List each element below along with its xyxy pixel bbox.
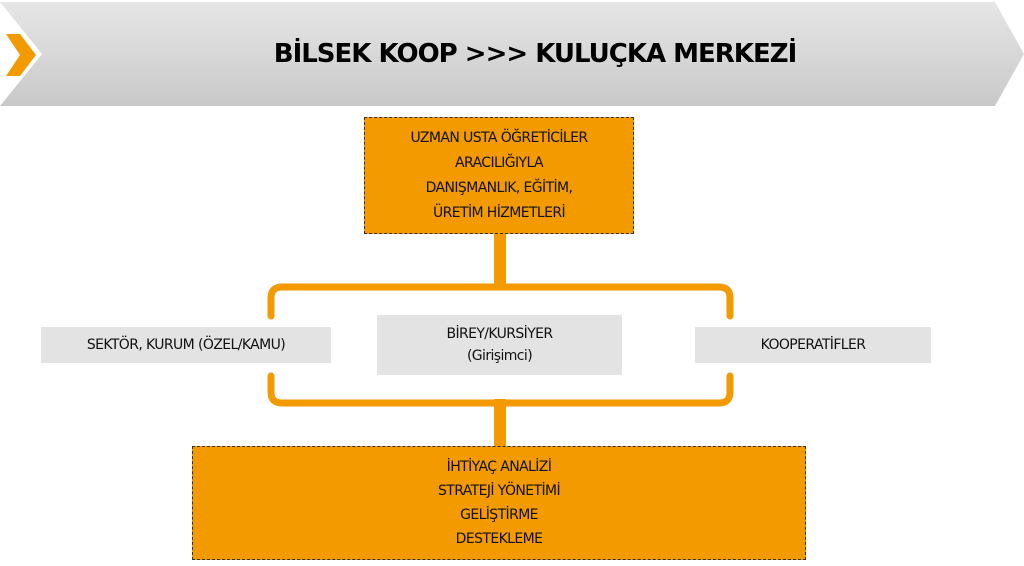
outcome-line: DESTEKLEME [455,531,543,547]
outcome-line: İHTİYAÇ ANALİZİ [446,459,552,475]
cooperatives-label: KOOPERATİFLER [760,337,866,353]
individual-trainee-box: BİREY/KURSİYER (Girişimci) [377,315,622,375]
sector-institution-box: SEKTÖR, KURUM (ÖZEL/KAMU) [41,327,331,363]
services-line: DANIŞMANLIK, EĞİTİM, [425,179,573,196]
outcome-line: GELİŞTİRME [460,507,538,523]
chevron-arrow-icon [6,34,36,76]
upper-bracket [267,283,734,320]
sector-institution-label: SEKTÖR, KURUM (ÖZEL/KAMU) [86,337,286,353]
connector-bottom-vertical [494,399,506,448]
services-box: UZMAN USTA ÖĞRETİCİLER ARACILIĞIYLA DANI… [364,117,634,234]
entrepreneur-label: (Girişimci) [466,348,533,364]
services-line: UZMAN USTA ÖĞRETİCİLER [410,129,589,146]
page-title: BİLSEK KOOP >>> KULUÇKA MERKEZİ [273,39,798,69]
services-line: ARACILIĞIYLA [455,154,544,171]
header-banner [0,2,1024,106]
outcomes-box: İHTİYAÇ ANALİZİ STRATEJİ YÖNETİMİ GELİŞT… [192,446,806,560]
cooperatives-box: KOOPERATİFLER [695,327,931,363]
lower-bracket [267,372,734,407]
connector-top-vertical [494,232,506,287]
individual-trainee-label: BİREY/KURSİYER [446,326,553,342]
outcome-line: STRATEJİ YÖNETİMİ [437,483,561,499]
services-line: ÜRETİM HİZMETLERİ [432,204,566,221]
